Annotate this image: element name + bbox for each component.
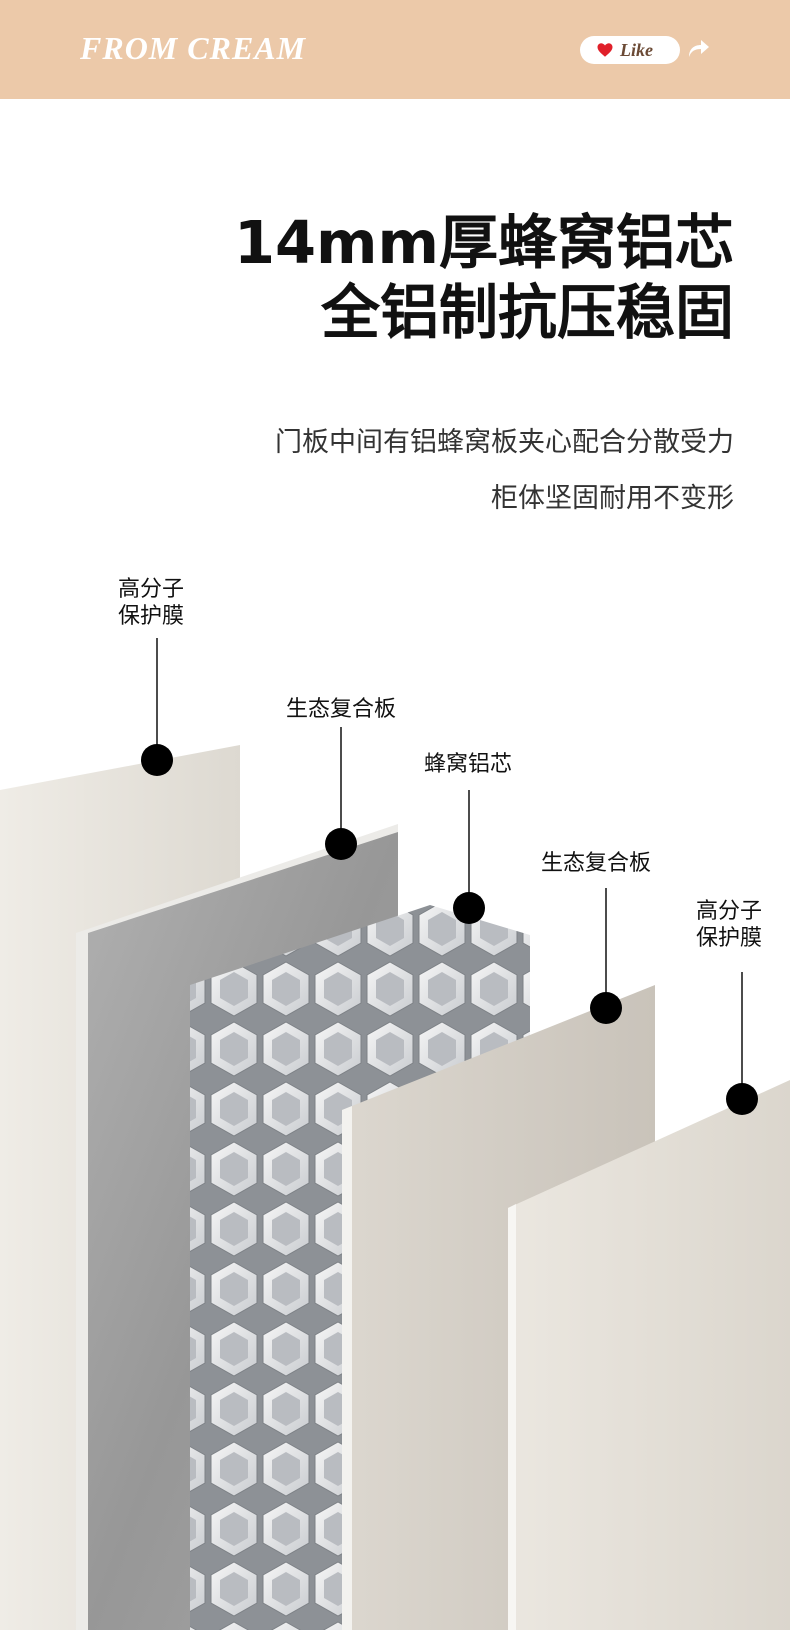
like-button[interactable]: Like [580, 36, 680, 64]
label-board-left: 生态复合板 [286, 697, 397, 722]
label-film-left: 高分子 保护膜 [118, 577, 185, 629]
header-bar: FROM CREAM Like [0, 0, 790, 99]
like-label: Like [620, 40, 653, 60]
headline-line-1: 14mm厚蜂窝铝芯 [233, 208, 734, 277]
pointer-dot-board-left [325, 828, 357, 860]
label-board-right: 生态复合板 [541, 851, 652, 876]
subtitle-line-1: 门板中间有铝蜂窝板夹心配合分散受力 [275, 427, 734, 458]
heart-icon [597, 43, 613, 57]
subtitle-line-2: 柜体坚固耐用不变形 [491, 483, 734, 514]
pointer-dot-film-right [726, 1083, 758, 1115]
honeycomb-core [190, 905, 530, 1630]
share-icon[interactable] [686, 36, 710, 60]
right-protective-film [508, 1080, 790, 1630]
brand-logo: FROM CREAM [80, 30, 307, 66]
pointer-dot-core [453, 892, 485, 924]
pointer-dot-film-left [141, 744, 173, 776]
headline-line-2: 全铝制抗压稳固 [320, 278, 734, 347]
label-core: 蜂窝铝芯 [424, 752, 513, 777]
pointer-dot-board-right [590, 992, 622, 1024]
label-film-right: 高分子 保护膜 [696, 899, 763, 951]
